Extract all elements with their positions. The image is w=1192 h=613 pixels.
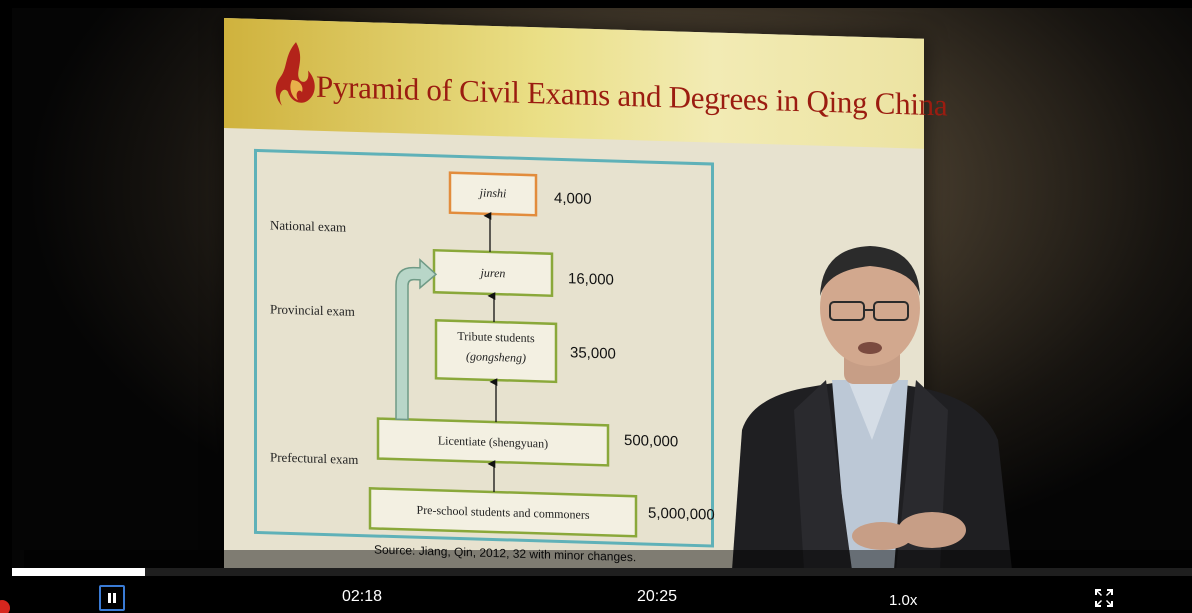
- duration: 20:25: [637, 588, 678, 605]
- box-jinshi: [448, 171, 538, 217]
- tier-label-national: National exam: [270, 217, 347, 235]
- caption-band: [24, 550, 1192, 568]
- tier-label-provincial: Provincial exam: [270, 301, 355, 319]
- control-bar: [0, 576, 1192, 613]
- video-frame[interactable]: Pyramid of Civil Exams and Degrees in Qi…: [12, 8, 1192, 568]
- level-count-commoners: 5,000,000: [648, 504, 715, 524]
- progress-fill: [12, 568, 146, 576]
- pause-button[interactable]: [99, 585, 125, 611]
- pyramid-connectors: [368, 171, 638, 538]
- pause-icon: [107, 593, 117, 603]
- fullscreen-icon[interactable]: [1094, 588, 1114, 608]
- presenter-figure: [732, 246, 1012, 568]
- level-count-gongsheng: 35,000: [570, 344, 616, 363]
- current-time: 02:18: [342, 588, 383, 605]
- level-count-juren: 16,000: [568, 270, 614, 289]
- level-label-jinshi: jinshi: [479, 185, 507, 201]
- lecture-slide: Pyramid of Civil Exams and Degrees in Qi…: [224, 18, 947, 568]
- playback-speed-button[interactable]: 1.0x: [889, 592, 918, 609]
- box-commoners: [368, 487, 638, 538]
- slide-header: Pyramid of Civil Exams and Degrees in Qi…: [224, 18, 947, 149]
- bypass-arrow: [395, 258, 438, 421]
- level-count-jinshi: 4,000: [554, 189, 592, 208]
- corner-badge: [0, 600, 10, 613]
- tier-label-prefectural: Prefectural exam: [270, 449, 359, 467]
- level-count-shengyuan: 500,000: [624, 431, 679, 451]
- progress-bar[interactable]: [12, 568, 1192, 576]
- flame-logo-icon: [275, 42, 315, 106]
